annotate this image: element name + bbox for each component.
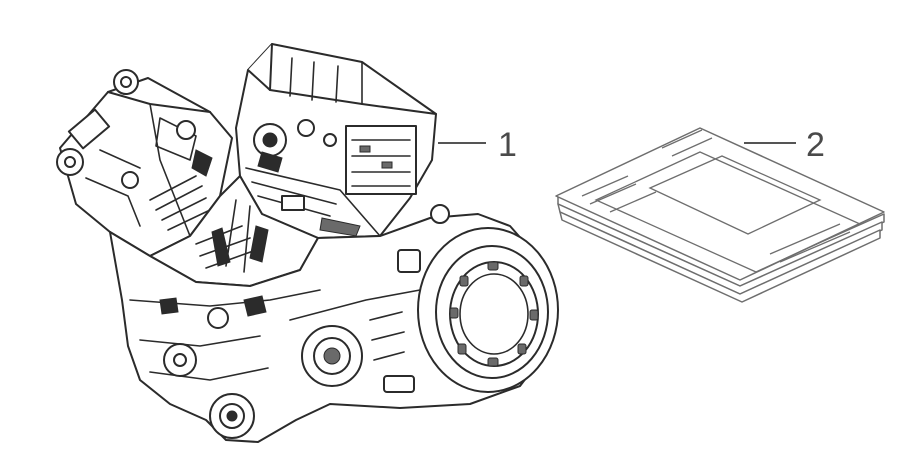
callout-2: 2 xyxy=(744,126,825,164)
callout-1-number: 1 xyxy=(498,126,517,164)
rear-cylinder-head xyxy=(56,69,233,257)
clutch-cover xyxy=(417,227,559,393)
cylinder-barrels xyxy=(149,175,319,287)
front-cylinder-head xyxy=(235,43,437,239)
cover-bolt-pattern xyxy=(449,261,539,367)
callout-1: 1 xyxy=(438,126,517,164)
manual-illustration xyxy=(555,127,885,303)
engine-assembly-illustration xyxy=(56,43,559,443)
callout-2-number: 2 xyxy=(806,126,825,164)
